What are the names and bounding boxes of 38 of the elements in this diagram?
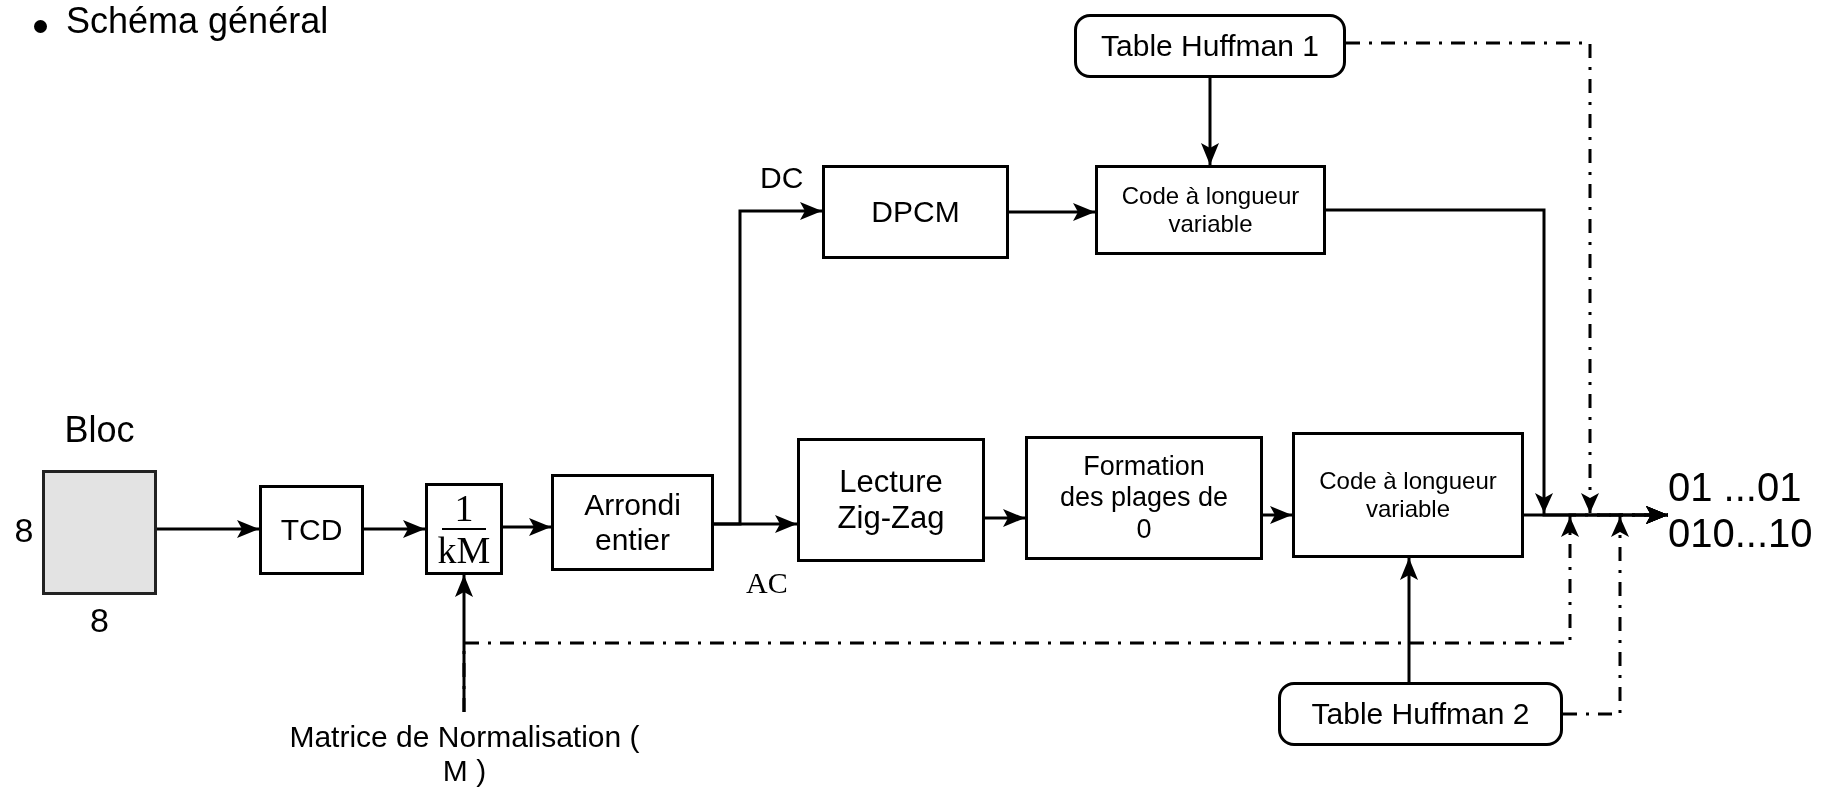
node-text: Formation des plages de 0 [1058,451,1230,545]
arrow [364,520,425,538]
process-box [797,438,985,562]
process-box [1292,432,1524,558]
dimension-label: 8 [13,511,35,551]
dimension-label: 8 [89,601,110,641]
fraction-box [425,483,503,575]
process-box [1095,165,1326,255]
arrow [985,509,1025,527]
arrow [455,575,473,712]
rounded-box [1278,682,1563,746]
slide-title: Schéma général [66,0,329,42]
arrow [1263,506,1292,524]
process-box [1025,436,1263,560]
rounded-box [1074,14,1346,78]
node-text: Code à longueur variable [1120,182,1301,238]
output-code: 01 ...01 [1668,464,1803,510]
node-text: TCD [280,512,343,548]
fraction-term: 1 [454,489,474,527]
node-text: Lecture Zig-Zag [836,464,946,536]
process-box [551,474,714,571]
fraction-term: kM [437,531,491,569]
arrow [503,518,551,536]
arrow [157,520,259,538]
node-text: Code à longueur variable [1318,467,1498,523]
process-box [822,165,1009,259]
node-text: Arrondi entier [583,488,682,557]
node-text: DPCM [871,194,960,230]
block-title: Bloc [63,409,136,451]
node-text: Table Huffman 1 [1101,28,1319,64]
arrow [1400,558,1418,682]
process-box [259,485,364,575]
arrow [714,515,797,533]
arrow [1009,203,1095,221]
node-text: Table Huffman 2 [1311,696,1530,732]
node-text: Matrice de Normalisation ( M ) [288,719,641,789]
output-code: 010...10 [1668,510,1814,556]
arrow [1201,78,1219,165]
